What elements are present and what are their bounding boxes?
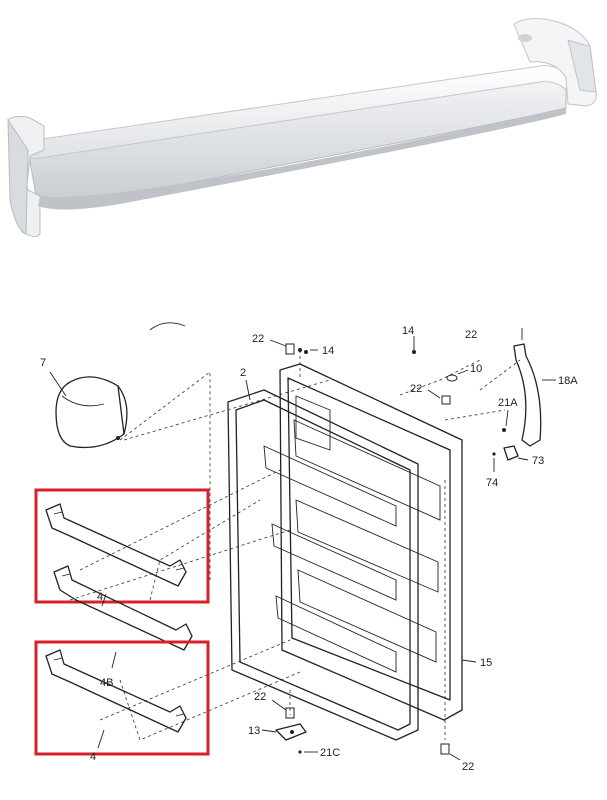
- callout-2: 2: [240, 367, 246, 379]
- part-15-door-liner: [279, 363, 463, 721]
- callout-22-top: 22: [252, 333, 264, 345]
- callout-21a: 21A: [498, 397, 518, 409]
- part-22-bottom-screw: [285, 707, 295, 719]
- callout-22-right: 22: [465, 329, 477, 341]
- part-2-door-gasket: [227, 389, 419, 741]
- callout-22-mid: 22: [410, 383, 422, 395]
- callout-15: 15: [480, 657, 492, 669]
- part-21a-screw: [502, 428, 506, 432]
- callout-7: 7: [40, 357, 46, 369]
- part-7-bin: [55, 376, 128, 449]
- part-4-shelf-bar-middle: [53, 565, 193, 651]
- partial-part-outline: [149, 322, 186, 331]
- callout-73: 73: [532, 455, 544, 467]
- highlight-box-lower: [34, 640, 210, 756]
- part-13-hinge: [275, 723, 307, 741]
- refrigerator-door-exploded-diagram: 7 15 2 22 14 14 22: [34, 322, 578, 773]
- part-4-shelf-bar-lower: [45, 649, 187, 733]
- part-73-bracket: [503, 445, 519, 461]
- door-shelf-bar-photo: [7, 18, 597, 238]
- callout-4-lower: 4: [90, 751, 96, 763]
- part-10-plug: [446, 374, 458, 382]
- callout-4b: 4B: [100, 677, 113, 689]
- callout-22-bottom-right: 22: [462, 761, 474, 773]
- top-screw-group: [285, 343, 308, 355]
- callout-14-right: 14: [402, 325, 414, 337]
- callout-14-top: 14: [322, 345, 334, 357]
- part-22-bottom-right-screw: [440, 743, 450, 755]
- callout-13: 13: [248, 725, 260, 737]
- callout-21c: 21C: [320, 747, 340, 759]
- part-18a-handle: [513, 328, 542, 447]
- part-4-shelf-bar-upper: [45, 503, 187, 587]
- callout-18a: 18A: [558, 375, 578, 387]
- callout-4-upper: 4: [97, 591, 103, 603]
- part-74-screw: [492, 452, 496, 456]
- callout-10: 10: [470, 363, 482, 375]
- part-21c-screw: [298, 750, 302, 754]
- part-22-screw-cap: [441, 395, 451, 405]
- highlight-box-upper: [34, 488, 210, 604]
- callout-74: 74: [486, 477, 498, 489]
- callout-22-bottom: 22: [254, 691, 266, 703]
